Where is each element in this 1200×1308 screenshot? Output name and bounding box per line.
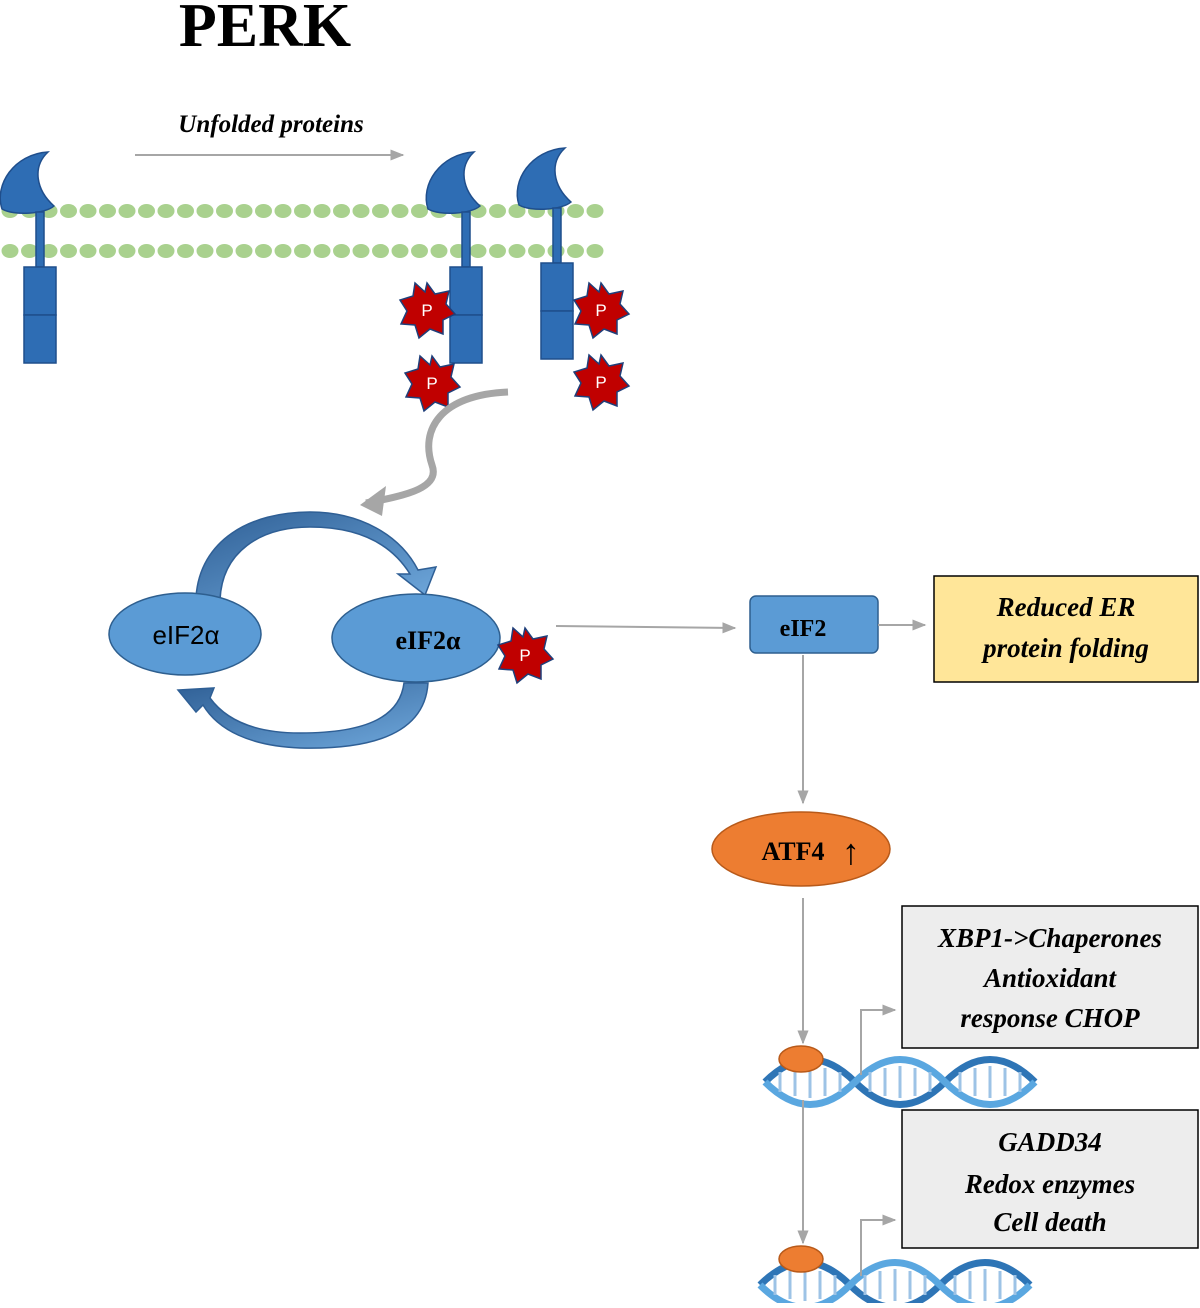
- lipid-head: [99, 204, 116, 218]
- atf4-label: ATF4: [761, 837, 824, 866]
- lipid-head: [586, 244, 604, 258]
- phospho-badge: P: [399, 282, 456, 339]
- lipid-head: [567, 244, 584, 258]
- lipid-head: [489, 244, 506, 258]
- er-membrane: [1, 204, 604, 258]
- phospho-badge: P: [404, 355, 461, 412]
- lipid-head: [216, 244, 233, 258]
- lipid-head: [391, 244, 409, 258]
- lipid-head: [313, 244, 331, 258]
- svg-text:P: P: [426, 374, 437, 393]
- lipid-head: [138, 204, 155, 218]
- lipid-head: [294, 204, 311, 218]
- lipid-head: [586, 204, 604, 218]
- lipid-head: [255, 204, 272, 218]
- lipid-head: [235, 204, 253, 218]
- lipid-head: [99, 244, 116, 258]
- atf4-bound-1: [778, 1045, 824, 1073]
- target-genes-2-line3: Cell death: [993, 1207, 1106, 1237]
- lipid-head: [274, 244, 292, 258]
- target-genes-1-line3: response CHOP: [960, 1003, 1140, 1033]
- lipid-head: [508, 244, 526, 258]
- cycle-arrow-bottom: [176, 682, 429, 749]
- eif2a-unphosphorylated: [108, 592, 262, 676]
- lipid-head: [411, 244, 428, 258]
- lipid-head: [1, 244, 19, 258]
- lipid-head: [333, 204, 350, 218]
- lipid-head: [177, 204, 194, 218]
- eif2a-phosphorylated: [331, 593, 501, 683]
- perk-receptor-active-2: [516, 147, 574, 360]
- svg-text:P: P: [595, 301, 606, 320]
- lipid-head: [352, 244, 370, 258]
- lipid-head: [196, 244, 214, 258]
- lipid-head: [177, 244, 194, 258]
- lipid-head: [118, 204, 136, 218]
- reduced-folding-line2: protein folding: [981, 633, 1149, 663]
- lipid-head: [372, 204, 389, 218]
- lipid-head: [508, 204, 526, 218]
- transcription-arrow-1: [860, 1004, 897, 1075]
- reduced-folding-box: [933, 575, 1199, 683]
- target-genes-2-line1: GADD34: [998, 1127, 1102, 1157]
- lipid-head: [255, 244, 272, 258]
- svg-text:P: P: [519, 646, 530, 665]
- eif2a-left-label: eIF2α: [152, 620, 219, 650]
- lipid-head: [567, 204, 584, 218]
- lipid-head: [333, 244, 350, 258]
- svg-text:P: P: [421, 301, 432, 320]
- lipid-head: [60, 204, 77, 218]
- lipid-head: [372, 244, 389, 258]
- lipid-head: [274, 204, 292, 218]
- activation-curved-arrow: [365, 388, 509, 507]
- target-genes-1-line1: XBP1->Chaperones: [937, 923, 1162, 953]
- lipid-head: [157, 244, 175, 258]
- lipid-head: [528, 244, 545, 258]
- lipid-head: [79, 244, 97, 258]
- lipid-head: [21, 244, 38, 258]
- lipid-head: [411, 204, 428, 218]
- transcription-arrow-2: [860, 1214, 897, 1276]
- eif2-label: eIF2: [780, 616, 827, 642]
- target-genes-1-line2: Antioxidant: [982, 963, 1118, 993]
- cycle-arrow-top: [195, 511, 438, 601]
- phospho-badge: P: [573, 282, 630, 339]
- lipid-head: [313, 204, 331, 218]
- arrow-to-eif2: [555, 622, 737, 634]
- lipid-head: [196, 204, 214, 218]
- svg-text:P: P: [595, 373, 606, 392]
- target-genes-box-2: [901, 1109, 1199, 1249]
- diagram-title: PERK: [179, 0, 351, 60]
- lipid-head: [294, 244, 311, 258]
- phospho-badge: P: [573, 354, 630, 411]
- upregulation-arrow-icon: ↑: [842, 831, 860, 872]
- target-genes-2-line2: Redox enzymes: [964, 1169, 1135, 1199]
- lipid-head: [157, 204, 175, 218]
- lipid-head: [118, 244, 136, 258]
- atf4-bound-2: [778, 1245, 824, 1273]
- lipid-head: [489, 204, 506, 218]
- unfolded-proteins-label: Unfolded proteins: [178, 111, 363, 138]
- lipid-head: [79, 204, 97, 218]
- lipid-head: [430, 244, 448, 258]
- lipid-head: [138, 244, 155, 258]
- reduced-folding-line1: Reduced ER: [996, 592, 1136, 622]
- eif2a-right-label: eIF2α: [395, 626, 461, 655]
- activation-arrowhead: [360, 486, 386, 516]
- lipid-head: [469, 244, 487, 258]
- lipid-head: [352, 204, 370, 218]
- atf4-node: [711, 811, 891, 887]
- lipid-head: [235, 244, 253, 258]
- target-genes-box-1: [901, 905, 1199, 1049]
- lipid-head: [391, 204, 409, 218]
- lipid-head: [216, 204, 233, 218]
- phospho-badge: P: [497, 627, 554, 684]
- lipid-head: [60, 244, 77, 258]
